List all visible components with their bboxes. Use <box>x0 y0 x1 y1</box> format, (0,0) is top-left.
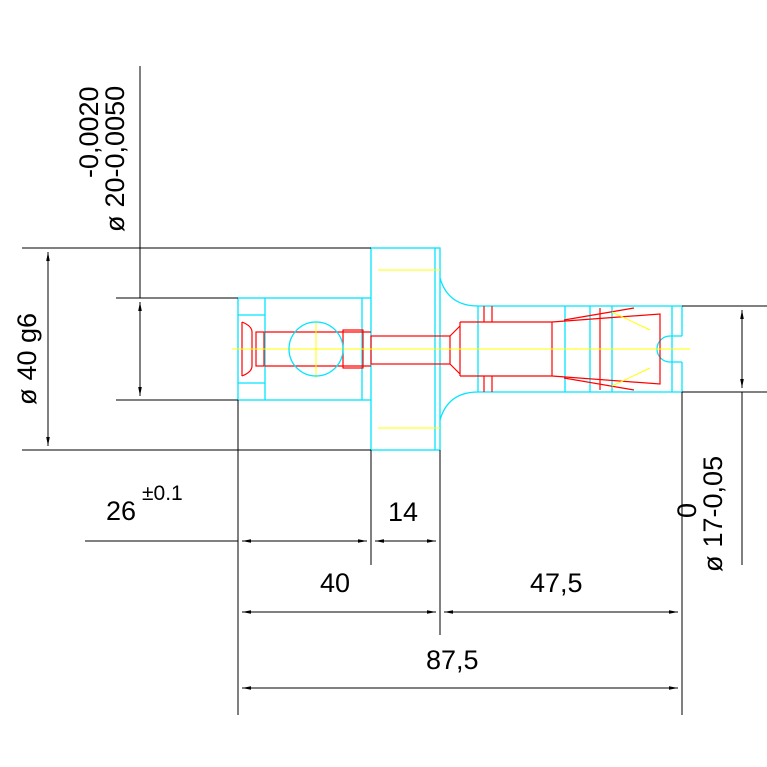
dim-len-40: 40 <box>320 568 350 598</box>
dim-len-14: 14 <box>388 497 418 527</box>
dim-dia-20-tol-lower: -0,0050 <box>100 86 130 178</box>
svg-text:ø20-0,0050: ø 20-0,0050 <box>100 86 130 232</box>
svg-text:ø17-0,05: ø 17-0,05 <box>698 456 728 572</box>
dim-len-26-tol: ±0.1 <box>142 482 183 505</box>
cross-hole <box>288 321 344 377</box>
dim-dia-40: ø 40 g6 <box>12 313 42 405</box>
dim-dia-17-tol-lower: -0,05 <box>698 456 728 518</box>
dim-len-26: 26 <box>106 496 136 526</box>
dim-dia-17-tol-upper: 0 <box>672 503 702 518</box>
svg-text:ø40 g6: ø 40 g6 <box>12 313 42 405</box>
dim-dia-17-symbol: ø <box>698 556 728 573</box>
dim-dia-20-symbol: ø <box>100 216 130 233</box>
dim-dia-20: ø 20-0,0050 -0,0020 <box>74 86 130 232</box>
part-centerlines <box>232 269 690 429</box>
dim-dia-17: ø 17-0,05 0 <box>672 456 728 572</box>
dim-dia-20-value: 20 <box>100 177 130 207</box>
dim-len-87-5: 87,5 <box>426 645 479 675</box>
dim-len-47-5: 47,5 <box>530 568 583 598</box>
dimension-lines <box>22 66 767 715</box>
dim-dia-17-value: 17 <box>698 517 728 547</box>
dim-dia-40-value: 40 g6 <box>12 313 42 381</box>
dim-dia-40-symbol: ø <box>12 389 42 406</box>
dim-dia-20-tol-upper: -0,0020 <box>74 86 104 178</box>
